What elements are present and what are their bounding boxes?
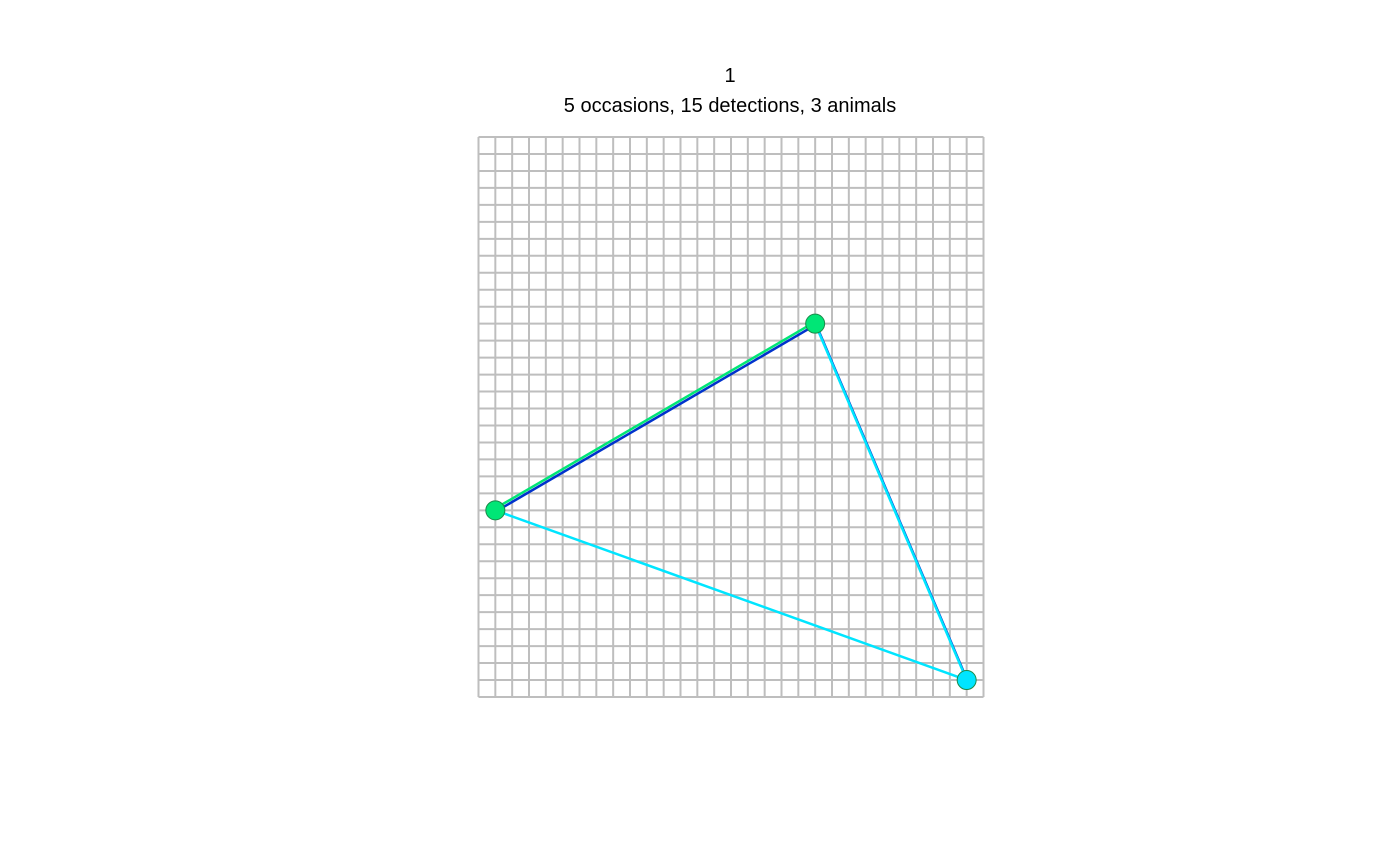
detection-points <box>485 313 977 691</box>
plot-title: 1 <box>724 65 736 87</box>
detection-point-trap-a <box>485 500 506 521</box>
plot-subtitle: 5 occasions, 15 detections, 3 animals <box>563 95 897 117</box>
track-animal-1 <box>493 321 815 511</box>
detection-point-trap-b <box>805 313 826 334</box>
detection-point-trap-c <box>956 670 977 691</box>
detector-grid <box>477 136 985 698</box>
